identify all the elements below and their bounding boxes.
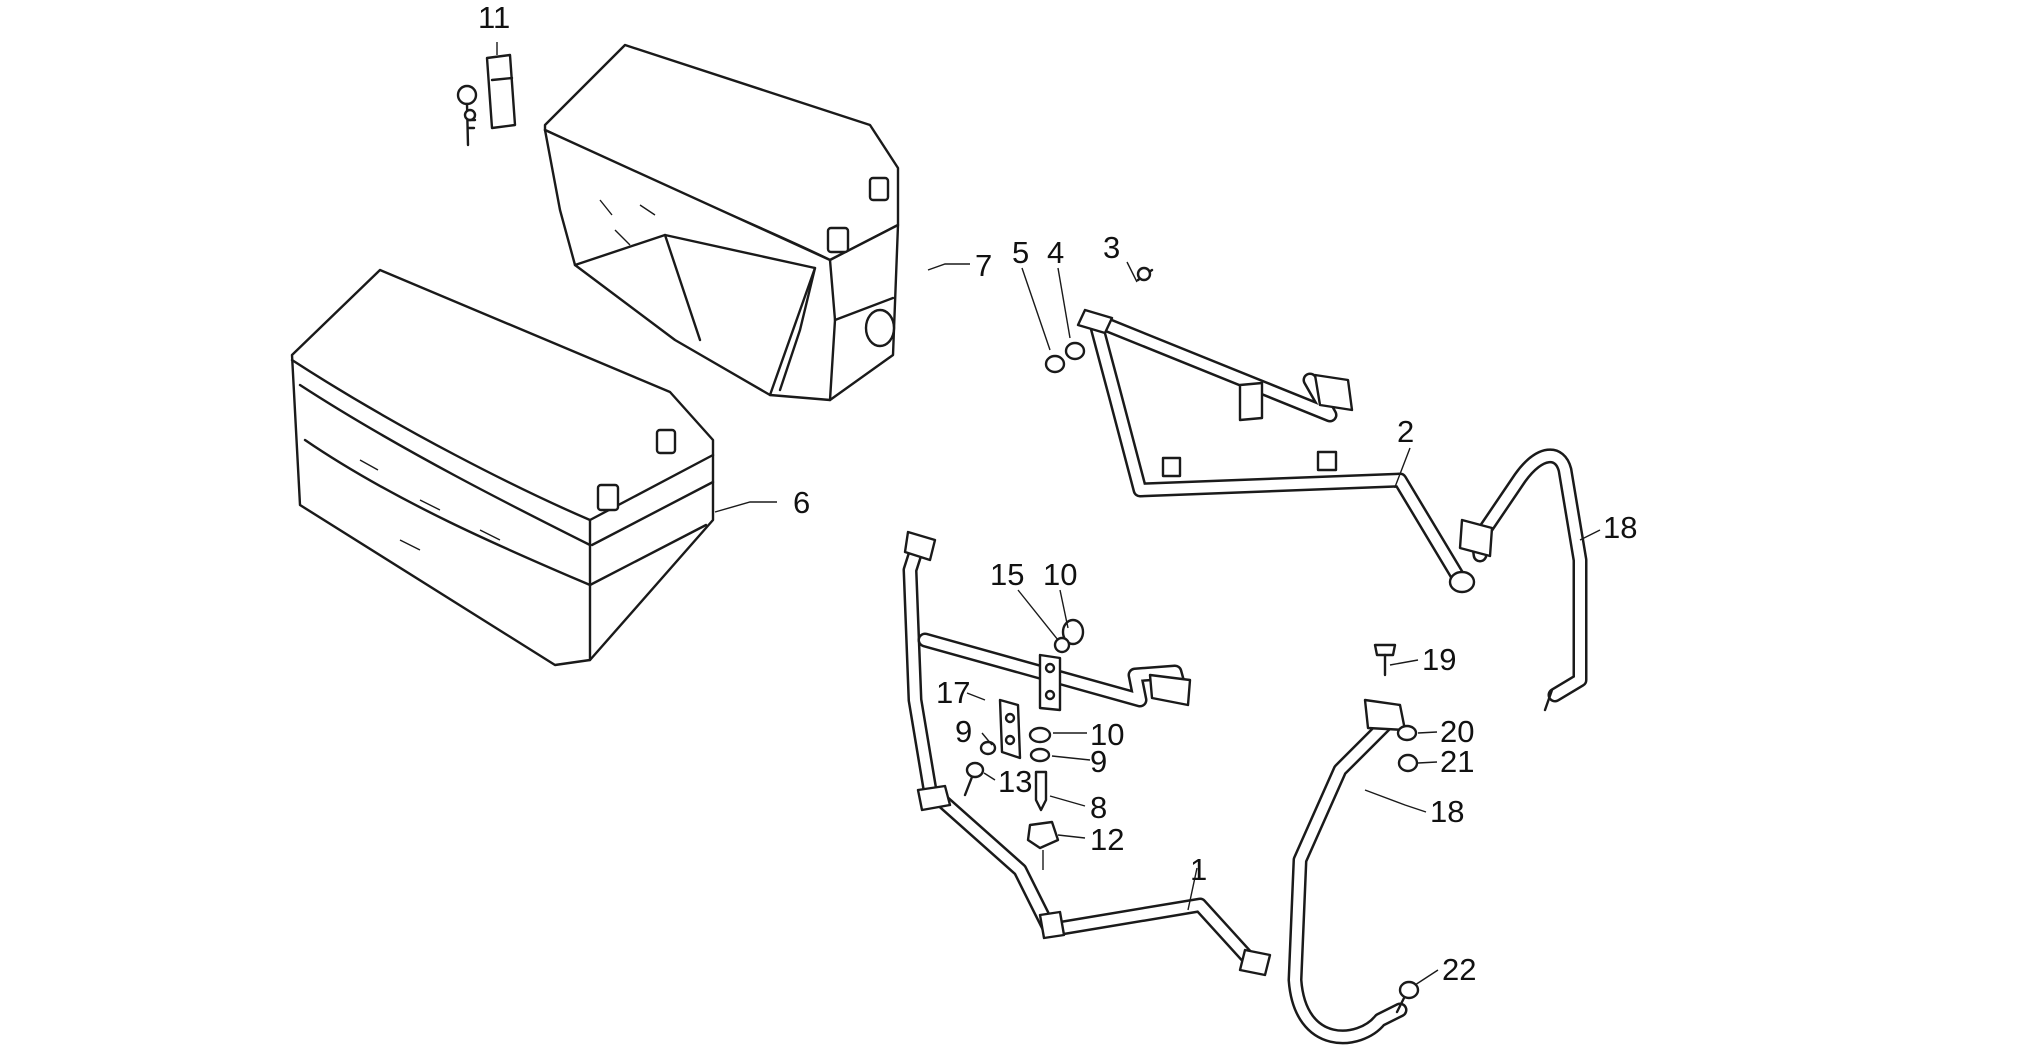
bolt-22 [1395, 980, 1420, 1014]
part-label-3: 3 [1103, 230, 1120, 265]
part-label-4: 4 [1047, 235, 1064, 270]
lock-and-key-11 [456, 53, 517, 147]
bolt-13 [963, 761, 985, 797]
part-label-22: 22 [1442, 952, 1476, 987]
pannier-case-6 [290, 268, 715, 667]
grab-rail-18-lower [1287, 698, 1408, 1045]
part-label-10-lower: 10 [1090, 717, 1124, 752]
washer-9-left [979, 740, 997, 756]
stud-8 [1034, 770, 1048, 812]
part-label-6: 6 [793, 485, 810, 520]
bracket-17 [998, 698, 1022, 760]
part-label-13: 13 [998, 764, 1032, 799]
part-label-10-upper: 10 [1043, 557, 1077, 592]
washer-10-lower [1028, 726, 1052, 744]
part-label-9-right: 9 [1090, 744, 1107, 779]
bolt-19 [1373, 643, 1397, 677]
part-label-2: 2 [1397, 414, 1414, 449]
part-label-17: 17 [936, 675, 970, 710]
part-label-8: 8 [1090, 790, 1107, 825]
washer-15 [1053, 636, 1071, 654]
nut-5 [1044, 354, 1066, 374]
part-label-18-lower: 18 [1430, 794, 1464, 829]
part-label-5: 5 [1012, 235, 1029, 270]
part-label-1: 1 [1190, 852, 1207, 887]
part-label-19: 19 [1422, 642, 1456, 677]
part-label-21: 21 [1440, 744, 1474, 779]
part-label-12: 12 [1090, 822, 1124, 857]
part-label-15: 15 [990, 557, 1024, 592]
part-label-9-left: 9 [955, 714, 972, 749]
part-label-11: 11 [478, 0, 510, 35]
washer-9-right [1029, 747, 1051, 763]
washer-4 [1064, 341, 1086, 361]
grab-rail-18-upper [1458, 448, 1588, 712]
leader-lines [496, 42, 1601, 986]
washer-20 [1396, 724, 1418, 742]
nut-21 [1397, 753, 1419, 773]
part-label-20: 20 [1440, 714, 1474, 749]
part-labels: 1 2 3 4 5 6 7 8 9 9 10 10 11 12 13 15 17… [478, 0, 1637, 987]
part-label-7: 7 [975, 248, 992, 283]
bolt-3 [1136, 266, 1154, 282]
part-label-18-upper: 18 [1603, 510, 1637, 545]
pannier-case-7 [543, 43, 900, 402]
frame-rail-2 [1076, 308, 1476, 594]
rubber-mount-12 [1026, 820, 1060, 870]
frame-rail-1 [902, 530, 1272, 977]
